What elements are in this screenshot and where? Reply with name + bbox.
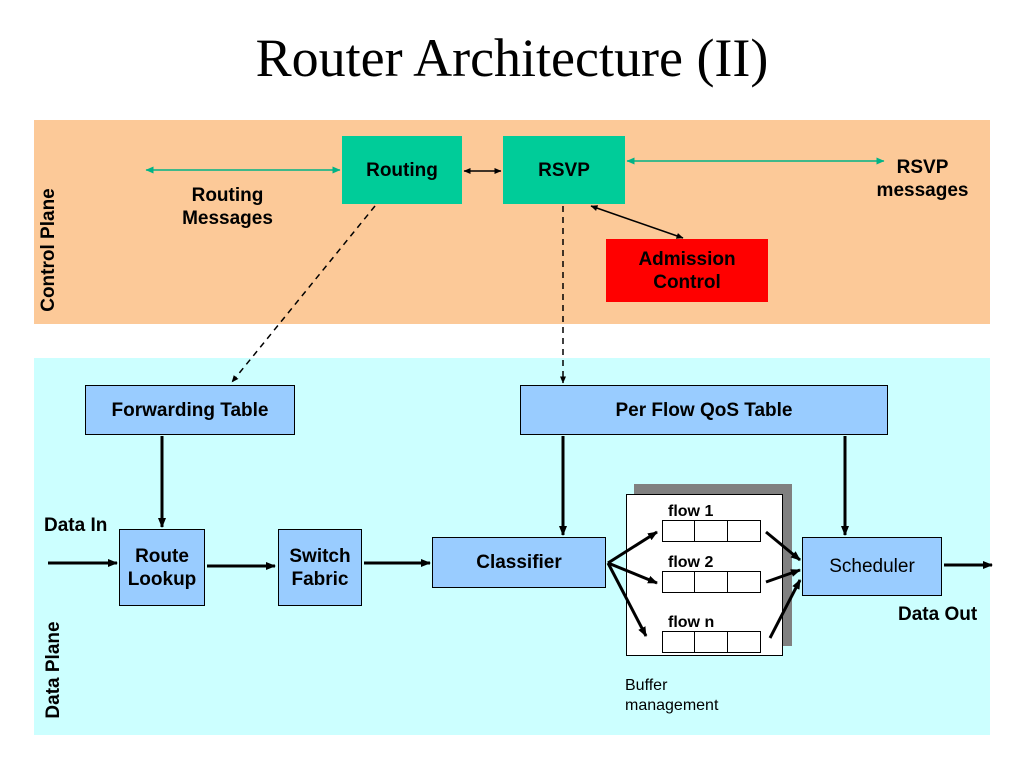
routing-box: Routing — [342, 136, 462, 204]
queue-cell — [728, 631, 761, 653]
classifier-to-flow1-arrow — [607, 530, 658, 565]
routing-to-forwarding-dashed — [231, 205, 376, 383]
classifier-box: Classifier — [432, 537, 606, 588]
switch-fabric-box: Switch Fabric — [278, 529, 362, 606]
queue-cell — [695, 631, 728, 653]
flow-1-queue — [662, 520, 761, 542]
flow-n-label: flow n — [668, 614, 715, 631]
data-in-label: Data In — [44, 515, 108, 536]
queue-cell — [695, 571, 728, 593]
queue-cell — [662, 571, 695, 593]
flow2-to-scheduler-arrow — [765, 568, 801, 584]
data-out-label: Data Out — [898, 604, 978, 625]
admission-control-box: Admission Control — [606, 239, 768, 302]
flown-to-scheduler-arrow — [768, 579, 802, 639]
buffer-management-label: Buffer management — [625, 677, 719, 714]
routing-messages-label: Routing Messages — [182, 185, 273, 229]
queue-cell — [695, 520, 728, 542]
flow-2-queue — [662, 571, 761, 593]
flow-1-label: flow 1 — [668, 503, 714, 520]
rsvp-box: RSVP — [503, 136, 625, 204]
slide-title: Router Architecture (II) — [255, 28, 769, 88]
queue-cell — [662, 631, 695, 653]
queue-cell — [662, 520, 695, 542]
qos-table-box: Per Flow QoS Table — [520, 385, 888, 435]
classifier-to-flown-arrow — [606, 562, 648, 637]
rsvp-admission-arrow — [590, 205, 684, 239]
flow-n-queue — [662, 631, 761, 653]
forwarding-table-box: Forwarding Table — [85, 385, 295, 435]
scheduler-box: Scheduler — [802, 537, 942, 596]
classifier-to-flow2-arrow — [607, 561, 658, 585]
queue-cell — [728, 571, 761, 593]
flow-2-label: flow 2 — [668, 554, 714, 571]
rsvp-messages-label: RSVP messages — [876, 157, 969, 201]
flow1-to-scheduler-arrow — [765, 530, 801, 562]
route-lookup-box: Route Lookup — [119, 529, 205, 606]
queue-cell — [728, 520, 761, 542]
